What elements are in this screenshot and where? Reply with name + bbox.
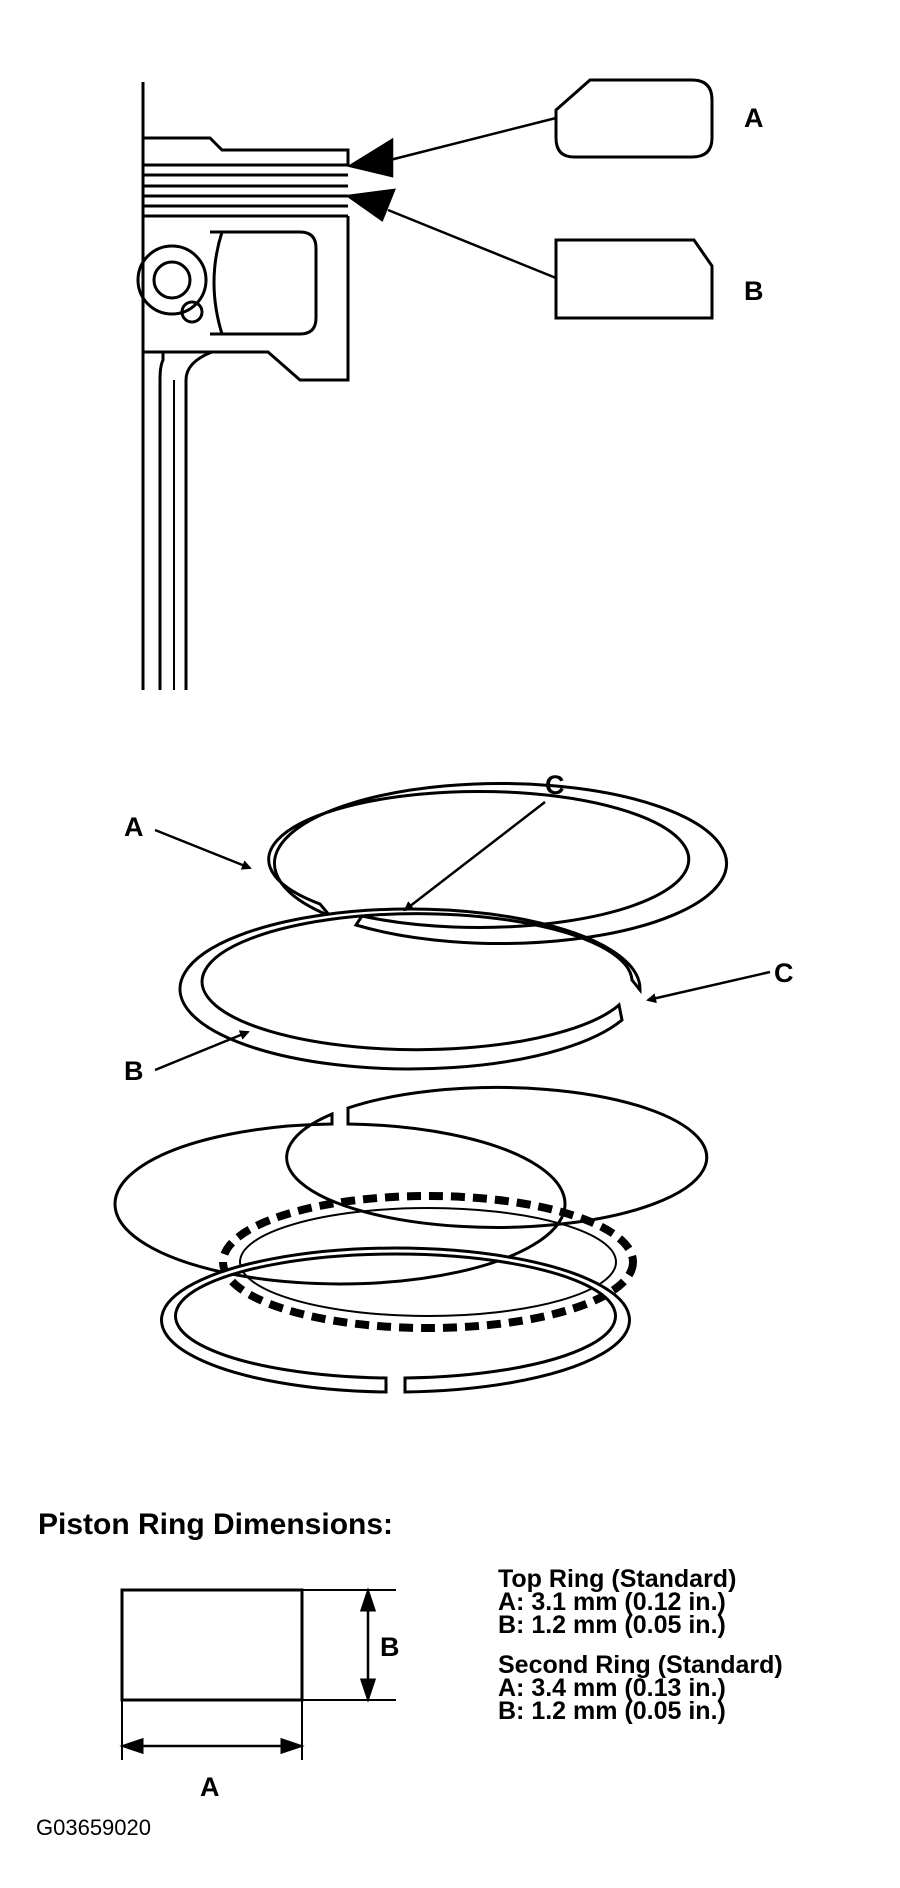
spec-value-b: B: 1.2 mm (0.05 in.): [498, 1697, 726, 1725]
callout-ring-c1: C: [545, 770, 565, 800]
ring-set: [113, 782, 728, 1394]
ring-oil-expander: [219, 1192, 637, 1332]
spec-value-a: A: 3.1 mm (0.12 in.): [498, 1588, 726, 1616]
callout-ring-b: B: [124, 1056, 144, 1086]
figure-id: G03659020: [36, 1815, 151, 1840]
spec-title: Second Ring (Standard): [498, 1651, 783, 1679]
spec-value-a: A: 3.4 mm (0.13 in.): [498, 1674, 726, 1702]
spec-title: Top Ring (Standard): [498, 1565, 737, 1593]
spec-value-b: B: 1.2 mm (0.05 in.): [498, 1611, 726, 1639]
piston-section: [136, 82, 350, 690]
ring-profile-b: [554, 238, 714, 320]
dimension-label-a: A: [200, 1772, 220, 1802]
ring-profile-a: [554, 78, 714, 159]
callout-arrows-rings: [154, 801, 771, 1072]
callout-top-b: B: [744, 276, 764, 306]
spec-top-ring: Top Ring (Standard) A: 3.1 mm (0.12 in.)…: [498, 1565, 737, 1639]
dimension-label-b: B: [380, 1632, 400, 1662]
ring-top: [267, 782, 728, 945]
dimension-diagram: [119, 1587, 396, 1760]
callout-ring-a: A: [124, 812, 144, 842]
ring-oil-rail-upper: [113, 1085, 709, 1286]
ring-second: [178, 907, 642, 1071]
callout-top-a: A: [744, 103, 764, 133]
section-title: Piston Ring Dimensions:: [38, 1508, 394, 1541]
callout-arrows-top: [344, 116, 557, 280]
spec-second-ring: Second Ring (Standard) A: 3.4 mm (0.13 i…: [498, 1651, 783, 1725]
callout-ring-c2: C: [774, 958, 794, 988]
ring-oil-rail-lower: [160, 1246, 631, 1394]
